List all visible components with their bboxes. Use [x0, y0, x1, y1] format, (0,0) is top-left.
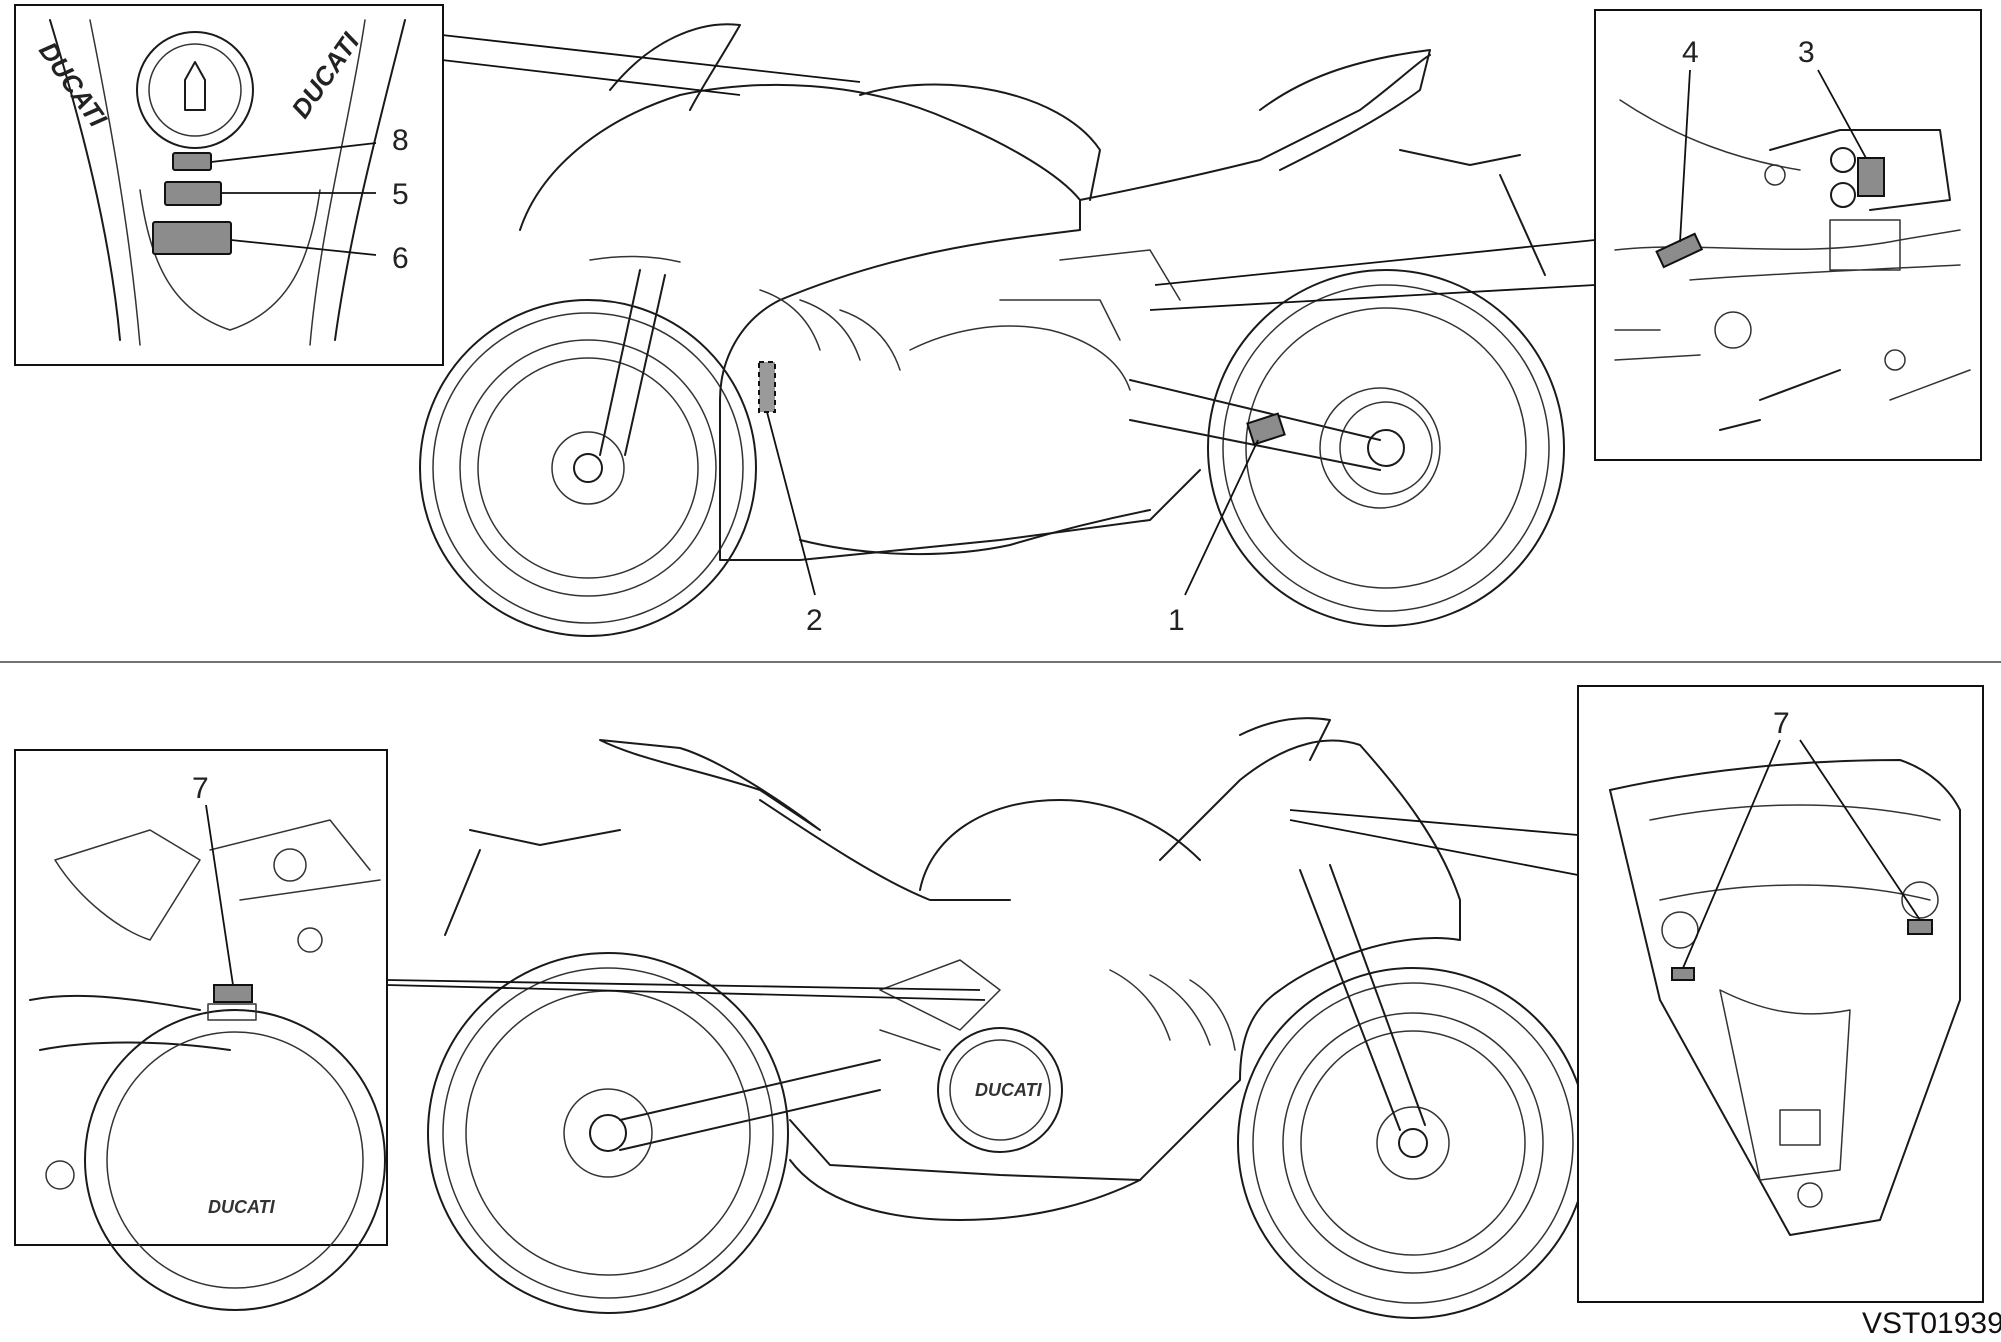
label-7-inset-sticker	[213, 984, 253, 1003]
tail-plate-right	[444, 829, 621, 936]
rear-wheel-right	[427, 952, 789, 1314]
tank-inset: DUCATI DUCATI 8 5 6	[14, 4, 444, 366]
rear-frame-inset: 4 3	[1594, 9, 1982, 461]
tail-plate-holder	[1399, 149, 1546, 276]
fuel-tank	[859, 83, 1101, 201]
label-2-sticker	[758, 361, 776, 413]
callout-6: 6	[392, 242, 409, 275]
engine-area	[909, 249, 1181, 391]
tail	[1259, 49, 1431, 171]
label-6-sticker	[152, 221, 232, 255]
clutch-brand: DUCATI	[975, 1080, 1043, 1100]
front-fork-right	[1299, 864, 1426, 1131]
callout-1: 1	[1168, 604, 1185, 637]
callout-8: 8	[392, 124, 409, 157]
callout-7-right: 7	[1773, 707, 1790, 740]
motorcycle-right-side-view: DUCATI	[386, 717, 1589, 1319]
tail-right	[599, 739, 821, 831]
tank-right	[919, 799, 1201, 891]
label-4-sticker	[1655, 232, 1704, 269]
motorcycle-left-side-view: 2 1	[419, 23, 1596, 637]
front-fork	[599, 269, 666, 456]
windscreen	[609, 23, 741, 111]
drawing-code: VST01939	[1862, 1307, 2001, 1340]
label-8-sticker	[172, 152, 212, 171]
label-1-sticker	[1246, 412, 1286, 446]
label-7a-sticker	[1671, 967, 1695, 981]
inset-clutch-brand: DUCATI	[208, 1197, 276, 1217]
seat	[1079, 54, 1431, 201]
windscreen-right	[1239, 717, 1331, 761]
side-vents-right	[1109, 969, 1236, 1051]
callout-3: 3	[1798, 36, 1815, 69]
label-3-sticker	[1857, 157, 1885, 197]
fairing-right	[789, 739, 1461, 1181]
front-fairing	[519, 83, 1201, 561]
front-view-inset: 7	[1577, 685, 1984, 1303]
label-5-sticker	[164, 181, 222, 206]
callout-5: 5	[392, 178, 409, 211]
side-vents	[589, 255, 901, 371]
callout-4: 4	[1682, 36, 1699, 69]
exhaust	[789, 1159, 1141, 1221]
callout-2: 2	[806, 604, 823, 637]
clutch-inset: DUCATI 7	[14, 749, 388, 1311]
label-7b-sticker	[1907, 919, 1933, 935]
front-wheel-right	[1237, 967, 1589, 1319]
seat-right	[759, 799, 1011, 901]
swingarm-right	[619, 1059, 881, 1151]
callout-7-left: 7	[192, 772, 209, 805]
belly-pan	[799, 509, 1151, 556]
clutch-cover	[937, 1027, 1063, 1153]
rear-wheel	[1207, 269, 1565, 627]
front-wheel	[419, 299, 757, 637]
